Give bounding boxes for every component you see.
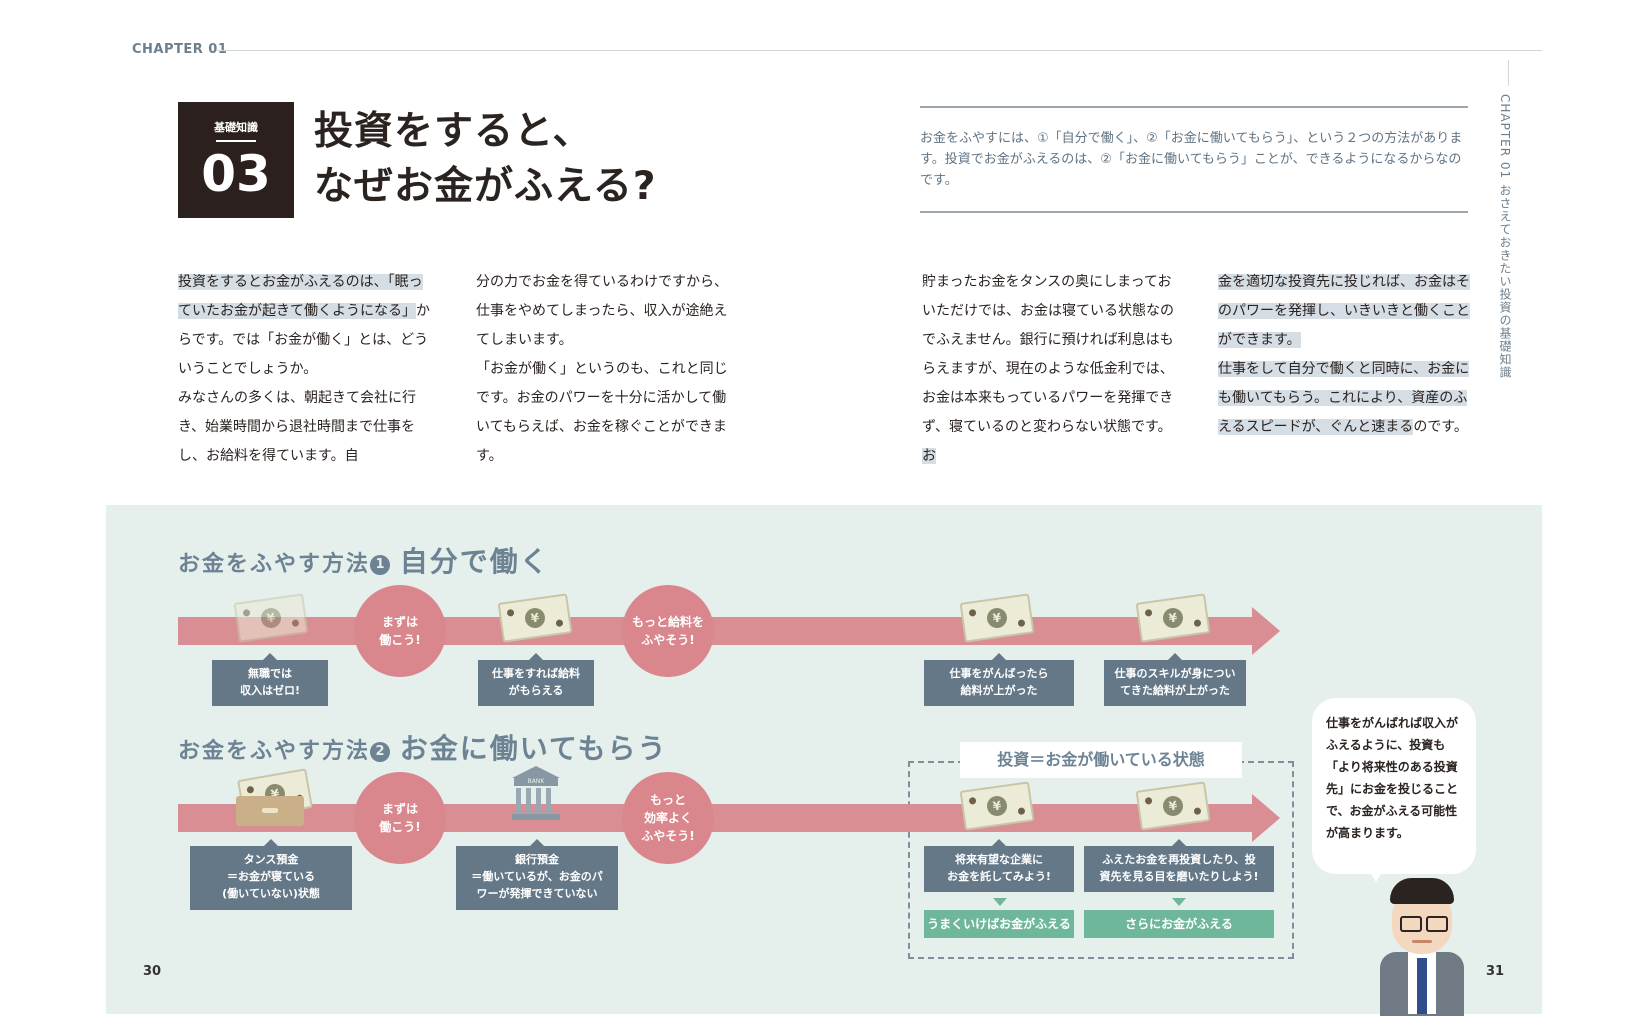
result-arrow-2 bbox=[1172, 898, 1186, 906]
highlighted-text: 仕事をして自分で働くと同時に、お金にも働いてもらう。これにより、資産のふえるスピ… bbox=[1218, 361, 1470, 435]
method2-label-4: ふえたお金を再投資したり、投 資先を見る目を磨いたりしよう! bbox=[1084, 839, 1274, 892]
body-text: みなさんの多くは、朝起きて会社に行き、始業時間から退社時間まで仕事をし、お給料を… bbox=[178, 390, 416, 464]
chapter-label: CHAPTER 01 bbox=[132, 42, 228, 57]
section-kicker: 基礎知識 bbox=[214, 121, 258, 134]
page-number-right: 31 bbox=[1486, 964, 1505, 979]
body-column-3: 貯まったお金をタンスの奥にしまっておいただけでは、お金は寝ている状態なのでふえま… bbox=[922, 268, 1178, 471]
method-prefix: お金をふやす方法 bbox=[178, 739, 371, 764]
body-text: のです。 bbox=[1413, 419, 1468, 435]
result-arrow-1 bbox=[993, 898, 1007, 906]
method-number-badge: 1 bbox=[370, 555, 391, 575]
method-name: 自分で働く bbox=[399, 545, 550, 578]
method2-label-1: タンス預金 ＝お金が寝ている (働いていない)状態 bbox=[190, 839, 352, 910]
highlighted-text: 投資をするとお金がふえるのは、 bbox=[178, 274, 388, 290]
method2-arrow-head bbox=[1252, 794, 1280, 842]
speech-bubble: 仕事をがんばれば収入がふえるように、投資も「より将来性のある投資先」にお金を投じ… bbox=[1312, 698, 1476, 874]
section-number-box: 基礎知識 03 bbox=[178, 102, 294, 218]
body-column-4: 金を適切な投資先に投じれば、お金はそのパワーを発揮し、いきいきと働くことができま… bbox=[1218, 268, 1474, 442]
page-title: 投資をすると、 なぜお金がふえる? bbox=[314, 109, 657, 209]
method1-label-4: 仕事のスキルが身につい てきた給料が上がった bbox=[1104, 653, 1246, 706]
method2-bubble-2: もっと 効率よく ふやそう! bbox=[622, 772, 714, 864]
kicker-divider bbox=[216, 140, 256, 142]
speech-bubble-tail bbox=[1366, 866, 1386, 882]
side-chapter-label: CHAPTER 01 おさえておきたい投資の基礎知識 bbox=[1498, 94, 1512, 379]
method1-label-2: 仕事をすれば給料 がもらえる bbox=[478, 653, 594, 706]
body-column-1: 投資をするとお金がふえるのは、「眠っていたお金が起きて働くようになる」からです。… bbox=[178, 268, 434, 471]
drawer-icon: ¥ bbox=[236, 768, 313, 826]
bank-sign: BANK bbox=[514, 778, 558, 786]
method-number-badge: 2 bbox=[370, 742, 391, 762]
body-text: からです。では「お金が働く」とは、どういうことでしょうか。 bbox=[178, 303, 430, 377]
infographic-panel bbox=[106, 505, 1542, 1014]
section-number: 03 bbox=[201, 145, 271, 203]
method1-bubble-2: もっと給料を ふやそう! bbox=[622, 585, 714, 677]
method2-label-2: 銀行預金 ＝働いているが、お金のパ ワーが発揮できていない bbox=[456, 839, 618, 910]
body-column-2: 分の力でお金を得ているわけですから、仕事をやめてしまったら、収入が途絶えてしまい… bbox=[476, 274, 728, 464]
lead-text: お金をふやすには、①「自分で働く」、②「お金に働いてもらう」、という２つの方法が… bbox=[920, 131, 1463, 188]
method2-arrow-band bbox=[178, 804, 1252, 832]
bank-icon: BANK bbox=[508, 766, 564, 824]
method-name: お金に働いてもらう bbox=[399, 732, 668, 765]
result-badge-1: うまくいけばお金がふえる bbox=[924, 910, 1074, 938]
method-prefix: お金をふやす方法 bbox=[178, 552, 371, 577]
method1-label-3: 仕事をがんばったら 給料が上がった bbox=[924, 653, 1074, 706]
result-badge-2: さらにお金がふえる bbox=[1084, 910, 1274, 938]
method2-bubble-1: まずは 働こう! bbox=[354, 772, 446, 864]
header-rule bbox=[216, 50, 1542, 51]
method1-arrow-band bbox=[178, 617, 1252, 645]
businessman-illustration bbox=[1372, 876, 1472, 1016]
body-text: 貯まったお金をタンスの奥にしまっておいただけでは、お金は寝ている状態なのでふえま… bbox=[922, 274, 1174, 435]
investment-box-title: 投資＝お金が働いている状態 bbox=[960, 742, 1242, 778]
highlighted-text: 金を適切な投資先に投じれば、お金はそのパワーを発揮し、いきいきと働くことができま… bbox=[1218, 274, 1470, 348]
side-rule bbox=[1508, 60, 1509, 86]
lead-bottom-rule bbox=[920, 211, 1468, 213]
lead-top-rule bbox=[920, 106, 1468, 108]
highlighted-text: お bbox=[922, 448, 936, 464]
method2-label-3: 将来有望な企業に お金を託してみよう! bbox=[924, 839, 1074, 892]
method1-label-1: 無職では 収入はゼロ! bbox=[212, 653, 328, 706]
method1-bubble-1: まずは 働こう! bbox=[354, 585, 446, 677]
method1-arrow-head bbox=[1252, 607, 1280, 655]
page-number-left: 30 bbox=[143, 964, 162, 979]
